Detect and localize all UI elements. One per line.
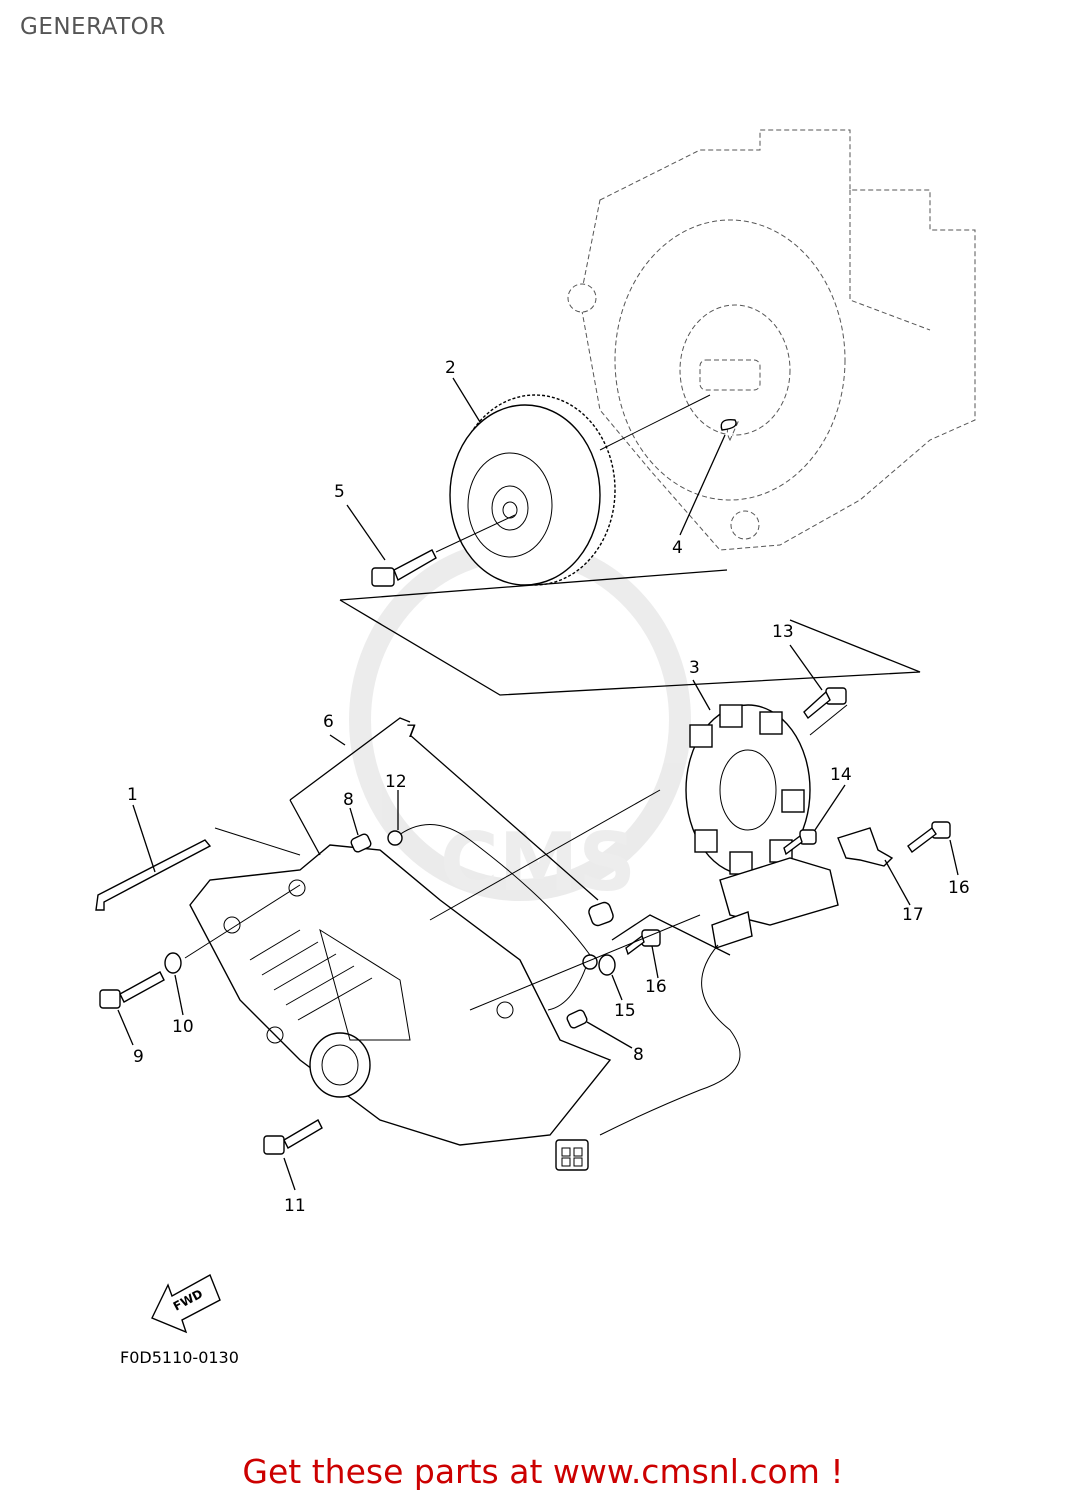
callout-9: 9 — [133, 1047, 144, 1067]
flywheel-bolt — [371, 549, 437, 587]
o-ring-seal-upper — [387, 830, 403, 846]
stator — [685, 704, 811, 876]
callout-16-right: 16 — [948, 878, 970, 898]
callout-8-upper: 8 — [343, 790, 354, 810]
callout-12: 12 — [385, 772, 407, 792]
clamp-bracket — [837, 827, 894, 867]
collar — [588, 901, 614, 927]
lead-wire-screw — [783, 829, 817, 856]
callout-17: 17 — [902, 905, 924, 925]
callout-11: 11 — [284, 1196, 306, 1216]
callout-13: 13 — [772, 622, 794, 642]
engine-block — [567, 129, 976, 551]
dowel-pin-upper — [350, 833, 372, 853]
flywheel — [449, 394, 616, 586]
washer-15 — [598, 954, 616, 976]
leader-lines — [117, 377, 959, 1191]
wire-harness — [555, 944, 741, 1171]
cover-bolt-9 — [99, 971, 165, 1009]
woodruff-key — [720, 419, 737, 431]
callout-15: 15 — [614, 1001, 636, 1021]
callout-3: 3 — [689, 658, 700, 678]
page-title: GENERATOR — [20, 14, 166, 40]
callout-2: 2 — [445, 358, 456, 378]
o-ring — [394, 824, 591, 1011]
generator-cover — [189, 844, 612, 1146]
exploded-parts-diagram: CMS — [95, 129, 976, 1334]
cable-tie — [95, 839, 212, 911]
pulser-coil — [711, 857, 839, 949]
stator-bolt — [803, 687, 847, 720]
callout-4: 4 — [672, 538, 683, 558]
callout-7: 7 — [406, 722, 417, 742]
washer-10 — [164, 952, 182, 974]
forward-direction-arrow: FWD — [151, 1274, 221, 1334]
svg-text:CMS: CMS — [440, 816, 636, 909]
callout-14: 14 — [830, 765, 852, 785]
promo-banner[interactable]: Get these parts at www.cmsnl.com ! — [242, 1452, 844, 1491]
figure-code: F0D5110-0130 — [120, 1348, 239, 1367]
callout-16-left: 16 — [645, 977, 667, 997]
callout-5: 5 — [334, 482, 345, 502]
callout-1: 1 — [127, 785, 138, 805]
bracket-bolt — [907, 821, 951, 854]
callout-6: 6 — [323, 712, 334, 732]
callout-10: 10 — [172, 1017, 194, 1037]
dowel-pin-lower — [566, 1009, 588, 1029]
callout-8-lower: 8 — [633, 1045, 644, 1065]
callouts: 2 5 4 13 3 6 7 12 1 8 14 16 17 16 15 8 1… — [127, 358, 970, 1216]
cover-bolt-11 — [263, 1119, 323, 1155]
